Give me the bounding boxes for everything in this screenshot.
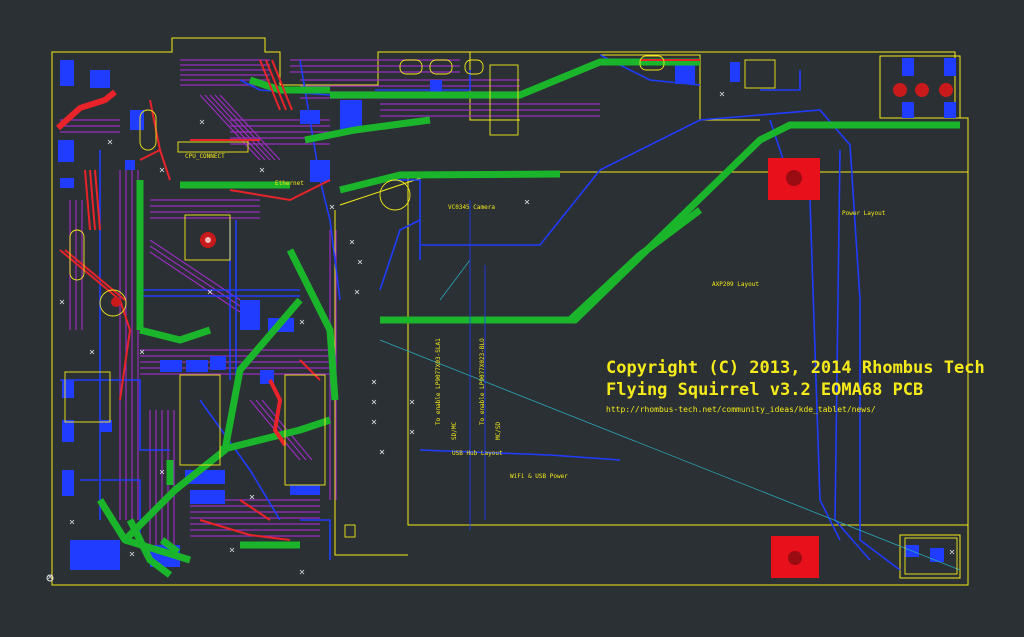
- product-line: Flying Squirrel v3.2 EOMA68 PCB: [606, 380, 923, 400]
- label-axp: AXP209 Layout: [712, 281, 759, 288]
- url-line: http://rhombus-tech.net/community_ideas/…: [606, 405, 876, 414]
- board-outline: [51, 37, 969, 586]
- component-outlines: [64, 55, 958, 575]
- reference-lines: [379, 200, 961, 571]
- copyright-block: Copyright (C) 2013, 2014 Rhombus Tech Fl…: [606, 358, 985, 414]
- label-sd-mc: SD/MC: [451, 422, 458, 440]
- mounting-holes: [111, 83, 953, 578]
- label-enable-a: To enable LP9077X03-SLA1: [435, 338, 442, 425]
- label-board-text: CPU_CONNECT: [185, 153, 225, 160]
- label-mc-sd: MC/SD: [495, 422, 502, 440]
- power-plane-traces: [97, 58, 960, 578]
- origin-marker: [46, 574, 54, 582]
- label-usb-hub: USB Hub Layout: [452, 450, 503, 457]
- label-wifi-usb: WiFi & USB Power: [510, 473, 568, 480]
- silkscreen-labels: VC0345 Camera Power Layout AXP209 Layout…: [185, 153, 886, 480]
- top-layer-traces: [55, 59, 700, 541]
- via-markers: [47, 91, 955, 580]
- label-power: Power Layout: [842, 210, 886, 217]
- label-enable-b: To enable LP9077X023-BLO: [479, 338, 486, 425]
- label-camera: VC0345 Camera: [448, 204, 495, 211]
- label-ethernet: Ethernet: [275, 180, 304, 187]
- copyright-line: Copyright (C) 2013, 2014 Rhombus Tech: [606, 358, 985, 378]
